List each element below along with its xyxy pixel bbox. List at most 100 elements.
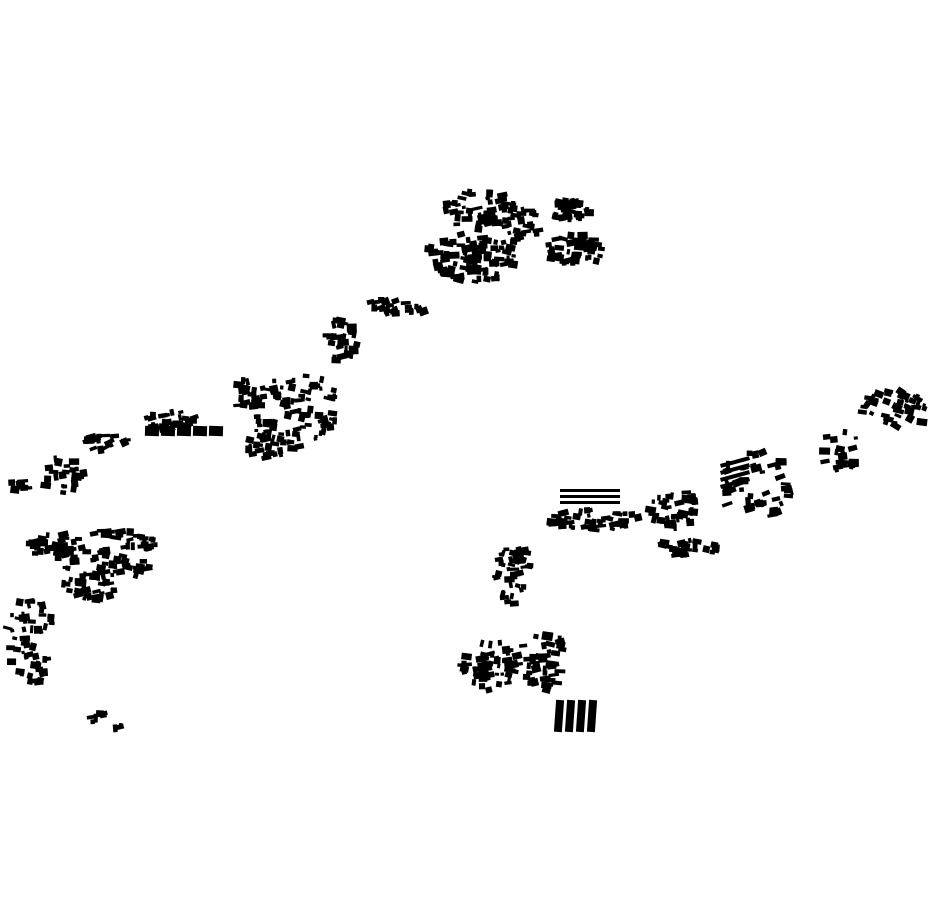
- building-footprint: [564, 213, 573, 218]
- building-footprint: [783, 493, 794, 499]
- building-footprint: [882, 415, 895, 423]
- building-footprint: [685, 517, 691, 522]
- building-footprint: [178, 410, 184, 415]
- building-footprint: [745, 496, 752, 506]
- building-footprint: [94, 573, 99, 578]
- building-footprint: [69, 467, 77, 474]
- building-footprint: [633, 513, 643, 522]
- building-footprint: [452, 275, 462, 283]
- building-footprint: [157, 412, 168, 419]
- building-footprint: [520, 206, 525, 213]
- building-footprint: [684, 496, 693, 504]
- building-footprint: [74, 588, 85, 594]
- building-footprint: [587, 524, 592, 532]
- building-footprint: [144, 425, 160, 437]
- building-footprint: [130, 542, 135, 551]
- building-footprint: [622, 511, 628, 517]
- building-footprint: [251, 386, 258, 395]
- building-footprint: [417, 306, 430, 317]
- building-footprint: [774, 472, 786, 482]
- building-footprint: [20, 641, 29, 647]
- building-footprint: [659, 520, 668, 524]
- building-footprint: [513, 232, 525, 242]
- building-footprint: [480, 651, 486, 657]
- building-footprint: [322, 421, 332, 429]
- building-footprint: [58, 472, 67, 480]
- building-footprint: [650, 515, 658, 524]
- building-footprint: [12, 636, 18, 641]
- building-footprint: [512, 227, 521, 235]
- building-footprint: [142, 565, 153, 572]
- building-footprint: [454, 202, 461, 208]
- building-footprint: [302, 373, 310, 379]
- building-footprint: [569, 198, 580, 205]
- building-footprint: [323, 395, 335, 402]
- building-footprint: [255, 418, 262, 425]
- building-footprint: [541, 631, 554, 642]
- building-footprint: [484, 686, 493, 694]
- building-footprint: [8, 479, 16, 486]
- building-footprint: [347, 330, 356, 336]
- building-footprint: [770, 506, 779, 515]
- building-footprint: [99, 549, 106, 553]
- building-footprint: [783, 488, 793, 494]
- building-footprint: [9, 485, 20, 494]
- building-footprint: [746, 450, 753, 457]
- building-footprint: [585, 255, 589, 261]
- building-footprint: [109, 433, 120, 439]
- building-footprint: [132, 566, 145, 576]
- building-footprint: [471, 246, 479, 252]
- building-footprint: [42, 656, 48, 663]
- building-footprint: [894, 413, 902, 419]
- building-footprint: [579, 236, 585, 245]
- building-footprint: [142, 542, 155, 552]
- building-footprint: [473, 665, 485, 673]
- building-footprint: [26, 677, 34, 686]
- building-footprint: [63, 581, 71, 587]
- building-footprint: [74, 536, 83, 541]
- building-footprint: [600, 515, 611, 521]
- building-footprint: [254, 447, 265, 454]
- building-footprint: [21, 650, 26, 655]
- building-footprint: [903, 402, 912, 410]
- building-footprint: [566, 248, 571, 255]
- building-footprint: [136, 533, 146, 540]
- building-footprint: [454, 213, 461, 222]
- building-footprint: [502, 656, 513, 663]
- building-footprint: [169, 408, 175, 417]
- building-footprint: [554, 200, 564, 208]
- building-footprint: [26, 600, 32, 609]
- building-footprint: [293, 398, 303, 403]
- building-footprint: [89, 530, 99, 537]
- building-footprint: [567, 231, 575, 240]
- building-footprint: [504, 258, 514, 266]
- building-footprint: [778, 500, 784, 507]
- building-footprint: [328, 417, 334, 422]
- building-footprint: [692, 538, 702, 545]
- building-footprint: [509, 600, 519, 607]
- building-footprint: [57, 542, 69, 551]
- building-footprint: [560, 205, 568, 213]
- building-footprint: [38, 606, 45, 614]
- building-footprint: [287, 382, 297, 392]
- building-footprint: [66, 549, 70, 557]
- building-footprint: [749, 502, 756, 510]
- building-footprint: [62, 484, 68, 489]
- building-footprint: [177, 413, 183, 421]
- building-footprint: [868, 393, 877, 403]
- building-footprint: [509, 238, 518, 245]
- building-footprint: [522, 223, 531, 229]
- building-footprint: [891, 401, 903, 413]
- building-footprint: [15, 598, 24, 607]
- building-footprint: [461, 205, 466, 210]
- building-footprint: [476, 275, 482, 283]
- building-footprint: [37, 547, 44, 555]
- building-footprint: [833, 466, 840, 473]
- building-footprint: [42, 622, 49, 631]
- building-footprint: [256, 402, 266, 409]
- building-footprint: [505, 243, 516, 252]
- building-footprint: [490, 275, 500, 282]
- building-footprint: [532, 227, 544, 234]
- building-footprint: [719, 477, 751, 489]
